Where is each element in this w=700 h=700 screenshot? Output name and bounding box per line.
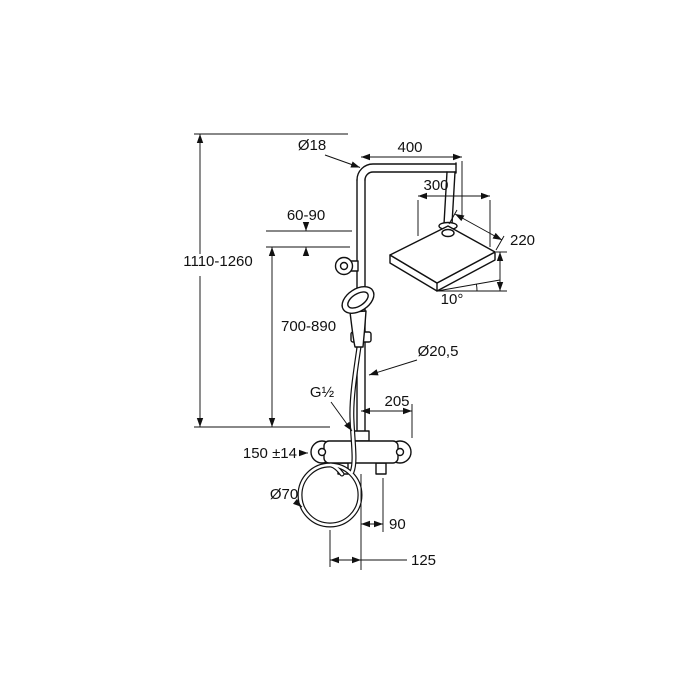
dim-label-holder-height: 700-890 xyxy=(281,318,336,335)
dim-label-300: 300 xyxy=(423,177,448,194)
dim-overall-height: 1110-1260 xyxy=(183,133,348,428)
dim-head-220: 220 xyxy=(448,209,535,251)
dim-150: 150 ±14 xyxy=(243,445,308,462)
dim-projection-400: 400 xyxy=(361,139,463,218)
dim-drop-140 xyxy=(496,251,507,291)
dim-label-dia-70: Ø70 xyxy=(270,486,298,503)
dim-offset-90: 90 xyxy=(360,474,406,570)
dim-angle-10: 10° xyxy=(436,279,507,308)
dim-label-90: 90 xyxy=(389,516,406,533)
dim-dia-70: Ø70 xyxy=(270,486,303,508)
wall-bracket xyxy=(334,256,359,276)
dim-label-400: 400 xyxy=(397,139,422,156)
dim-label-dia-20-5: Ø20,5 xyxy=(418,343,459,360)
shower-hose xyxy=(297,344,363,528)
overhead-shower-head xyxy=(389,221,496,292)
dim-label-pipe-diameter: Ø18 xyxy=(298,137,326,154)
dim-label-angle: 10° xyxy=(441,291,464,308)
dim-thread-g12: G½ xyxy=(310,384,353,432)
thermostat-mixer xyxy=(310,430,412,475)
dim-pipe-diameter: Ø18 xyxy=(298,137,361,168)
dim-label-thread: G½ xyxy=(310,384,335,401)
dim-label-150: 150 ±14 xyxy=(243,445,297,462)
dim-dia-20-5: Ø20,5 xyxy=(368,343,459,376)
dim-bracket-range: 60-90 xyxy=(266,207,352,256)
dim-offset-125: 125 xyxy=(329,530,436,569)
dim-label-205: 205 xyxy=(384,393,409,410)
dim-label-125: 125 xyxy=(411,552,436,569)
dim-205: 205 xyxy=(361,393,413,438)
shower-column xyxy=(297,162,496,528)
dim-label-bracket-range: 60-90 xyxy=(287,207,325,224)
dim-label-220: 220 xyxy=(510,232,535,249)
dim-label-overall-height: 1110-1260 xyxy=(183,253,253,270)
hand-shower xyxy=(341,286,375,348)
dim-holder-height: 700-890 xyxy=(266,246,350,427)
dimensions: 1110-1260 700-890 60-90 Ø18 400 xyxy=(183,133,535,570)
